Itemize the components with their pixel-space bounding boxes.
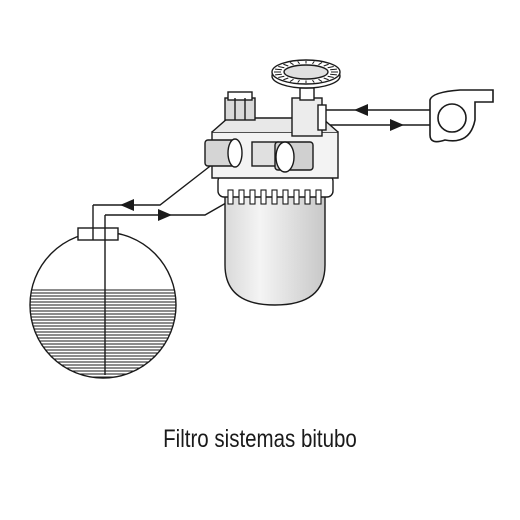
arrow-right-suction	[158, 209, 172, 221]
collar-rib	[315, 189, 322, 205]
wheel-tick	[323, 77, 329, 81]
wheel-tick	[330, 68, 337, 71]
wheel-tick	[327, 66, 334, 69]
wheel-tick	[297, 79, 300, 83]
tank-fuel-level	[30, 289, 176, 378]
wheel-tick	[283, 77, 289, 81]
collar-rib	[304, 189, 311, 205]
collar-rib	[271, 189, 278, 205]
pump-rotor	[437, 103, 467, 133]
flow-arrows	[120, 104, 404, 221]
arrow-right-pump-lower	[390, 119, 404, 131]
wheel-tick	[318, 78, 323, 82]
collar-rib	[227, 189, 234, 205]
arrow-left-return	[120, 199, 134, 211]
filter-collar-ribs	[227, 189, 322, 205]
tank	[29, 205, 177, 379]
pump	[429, 89, 494, 143]
wheel-tick	[278, 66, 285, 69]
wheel-tick	[278, 75, 285, 78]
wheel-tick	[283, 63, 289, 67]
collar-rib	[293, 189, 300, 205]
top-nut	[224, 97, 256, 121]
wheel-tick	[275, 73, 282, 76]
filter-bowl	[224, 194, 326, 306]
wheel-tick	[312, 61, 315, 65]
collar-rib	[260, 189, 267, 205]
wheel-tick	[297, 61, 300, 65]
return-line	[93, 159, 219, 206]
collar-rib	[249, 189, 256, 205]
arrow-left-pump-upper	[354, 104, 368, 116]
wheel-tick	[289, 78, 294, 82]
caption: Filtro sistemas bitubo	[163, 425, 357, 453]
middle-fitting	[251, 141, 279, 167]
wheel-tick	[327, 75, 334, 78]
wheel-tick	[275, 68, 282, 71]
outlet-pipe	[317, 104, 327, 131]
wheel-tick	[330, 73, 337, 76]
tank-neck	[77, 227, 119, 241]
valve-stem	[291, 97, 323, 137]
filter	[204, 59, 341, 306]
wheel-tick	[289, 62, 294, 66]
wheel-tick	[318, 62, 323, 66]
collar-rib	[282, 189, 289, 205]
collar-rib	[238, 189, 245, 205]
wheel-tick	[312, 79, 315, 83]
wheel-tick	[323, 63, 329, 67]
